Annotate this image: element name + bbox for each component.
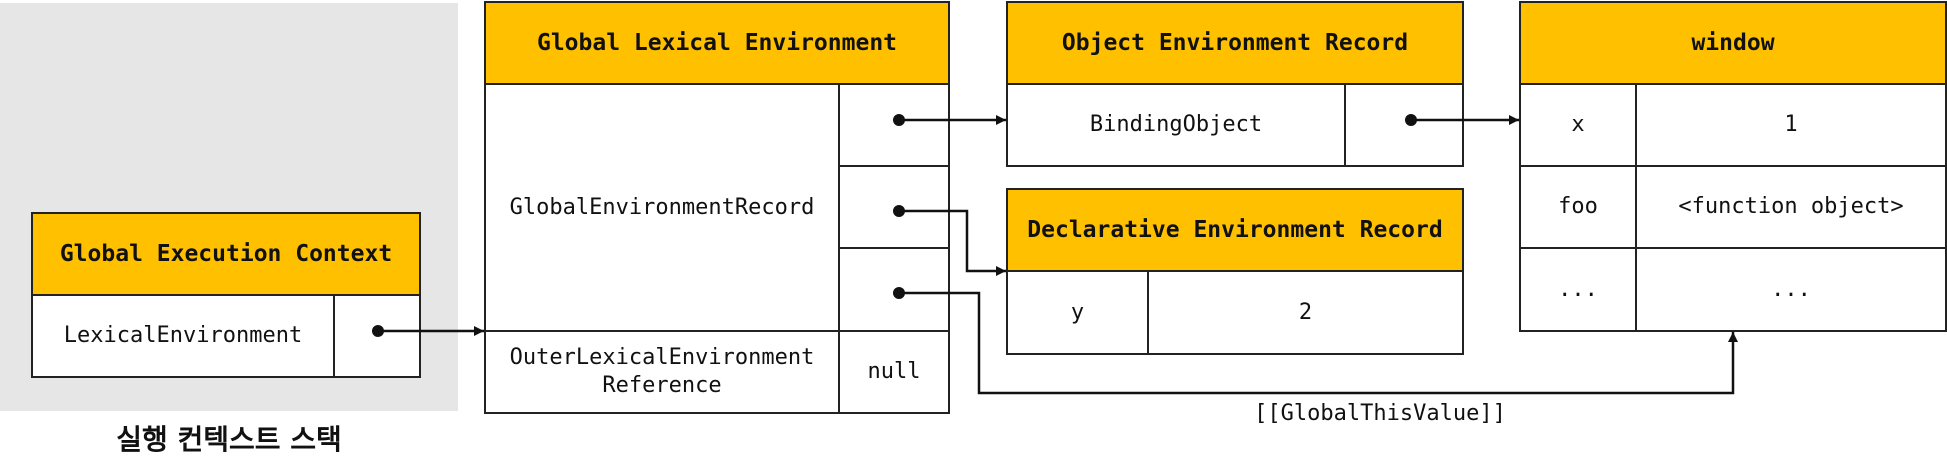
gec-title: Global Execution Context (31, 212, 421, 296)
der-title: Declarative Environment Record (1006, 188, 1464, 272)
gle-outer-reference-label: OuterLexicalEnvironment Reference (484, 330, 840, 414)
der-key: y (1006, 270, 1149, 355)
oer-binding-object-label: BindingObject (1006, 83, 1346, 167)
pointer-dot-gec (372, 325, 384, 337)
window-value-foo: <function object> (1635, 165, 1947, 249)
gec-lexical-environment-label: LexicalEnvironment (31, 294, 335, 378)
gle-outer-reference-value: null (838, 330, 950, 414)
gec-lexical-environment-pointer (333, 294, 421, 378)
pointer-dot-gle-3 (893, 287, 905, 299)
stack-caption: 실행 컨텍스트 스택 (116, 423, 342, 456)
pointer-dot-oer (1405, 114, 1417, 126)
pointer-dot-gle-1 (893, 114, 905, 126)
oer-binding-object-pointer (1344, 83, 1464, 167)
arrow-gle-to-der (899, 209, 1006, 276)
pointer-dot-gle-2 (893, 205, 905, 217)
outer-label-line1: OuterLexicalEnvironment (509, 345, 815, 370)
der-value: 2 (1147, 270, 1464, 355)
gle-record-slot-2 (838, 165, 950, 249)
global-this-value-label: [[GlobalThisValue]] (1254, 401, 1506, 426)
gle-environment-record-label: GlobalEnvironmentRecord (484, 83, 840, 332)
window-key-more: ... (1519, 247, 1637, 332)
oer-title: Object Environment Record (1006, 1, 1464, 85)
arrow-gle-to-window (899, 291, 1738, 395)
window-value-more: ... (1635, 247, 1947, 332)
outer-label-line2: Reference (602, 373, 722, 398)
